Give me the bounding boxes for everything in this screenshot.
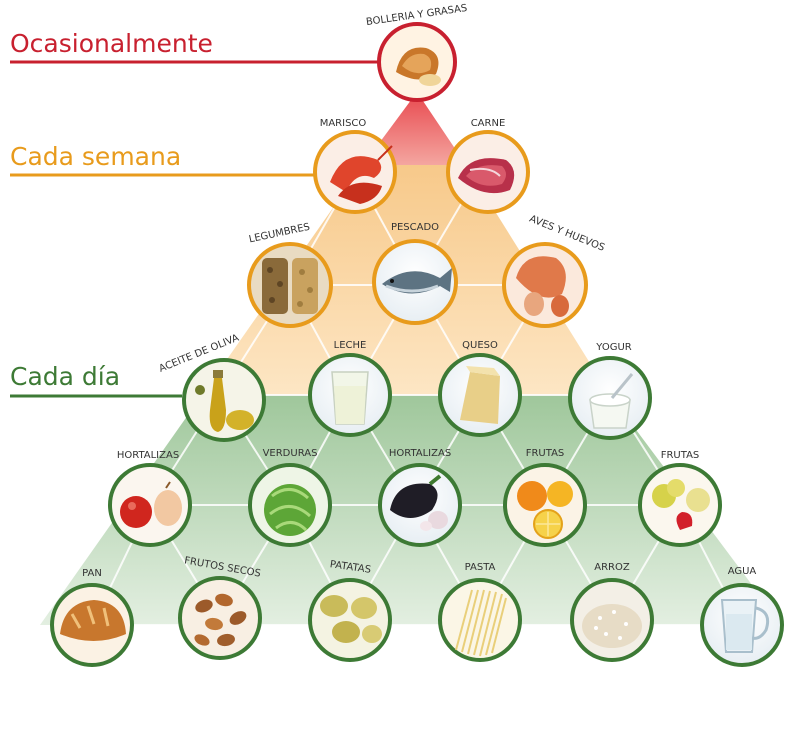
tier-label-daily: Cada día — [10, 362, 182, 398]
food-label: PASTA — [465, 562, 496, 573]
tier-title-occasional: Ocasionalmente — [10, 29, 213, 58]
citrus-icon — [517, 481, 573, 539]
food-label: LECHE — [334, 340, 367, 351]
food-node-potatoes: PATATAS — [308, 559, 392, 662]
bread-icon — [60, 600, 126, 641]
eggplant-garlic-icon — [390, 474, 448, 531]
food-node-bread: PAN — [50, 568, 134, 667]
olive-oil-icon — [195, 370, 254, 432]
food-label: YOGUR — [595, 342, 632, 353]
food-node-greens: VERDURAS — [248, 448, 332, 547]
food-node-pasta: PASTA — [438, 562, 522, 662]
food-label: AGUA — [728, 566, 757, 577]
food-node-eggplant-garlic: HORTALIZAS — [378, 448, 462, 547]
food-node-olive-oil: ACEITE DE OLIVA — [158, 333, 266, 442]
food-label: QUESO — [462, 340, 498, 351]
food-label: CARNE — [471, 118, 506, 129]
pasta-icon — [455, 589, 507, 657]
tier-label-weekly: Cada semana — [10, 142, 318, 177]
food-node-cheese: QUESO — [438, 340, 522, 437]
pastry-icon — [396, 47, 441, 86]
food-node-ring — [247, 242, 333, 328]
tier-title-daily: Cada día — [10, 362, 120, 391]
food-label: FRUTAS — [661, 450, 700, 461]
food-node-vegetables: HORTALIZAS — [108, 450, 192, 547]
meat-icon — [458, 158, 515, 194]
food-node-fish: PESCADO — [372, 222, 458, 325]
food-label: ARROZ — [594, 562, 630, 573]
fish-icon — [382, 268, 452, 294]
greens-icon — [264, 484, 316, 536]
food-label: PAN — [82, 568, 102, 579]
poultry-eggs-icon — [516, 256, 569, 317]
nuts-icon — [194, 593, 247, 647]
food-node-milk: LECHE — [308, 340, 392, 437]
food-node-yogurt: YOGUR — [568, 342, 652, 440]
tier-title-weekly: Cada semana — [10, 142, 181, 171]
fruits-icon — [652, 479, 710, 530]
food-node-ring — [178, 576, 262, 660]
rice-icon — [582, 604, 642, 648]
food-label: HORTALIZAS — [117, 450, 179, 461]
legumes-icon — [262, 258, 318, 314]
yogurt-icon — [589, 373, 634, 429]
water-icon — [720, 599, 770, 653]
milk-icon — [331, 371, 369, 425]
shellfish-icon — [330, 145, 393, 204]
food-node-rice: ARROZ — [570, 562, 654, 662]
food-label: MARISCO — [320, 118, 367, 129]
food-node-fruits: FRUTAS — [638, 450, 722, 547]
food-label: LEGUMBRES — [248, 222, 311, 246]
vegetables-icon — [120, 481, 182, 528]
food-label: HORTALIZAS — [389, 448, 451, 459]
food-node-meat: CARNE — [446, 118, 530, 214]
food-label: VERDURAS — [263, 448, 318, 459]
cheese-icon — [460, 366, 500, 424]
tier-label-occasional: Ocasionalmente — [10, 29, 380, 64]
food-node-pastries: BOLLERIA Y GRASAS — [365, 3, 468, 102]
food-label: PESCADO — [391, 222, 439, 233]
food-label: FRUTAS — [526, 448, 565, 459]
food-node-ring — [308, 578, 392, 662]
food-node-shellfish: MARISCO — [313, 118, 397, 214]
potatoes-icon — [320, 595, 382, 643]
food-node-ring — [438, 578, 522, 662]
food-node-water: AGUA — [700, 566, 784, 667]
food-node-citrus: FRUTAS — [503, 448, 587, 547]
tier-band-occasional — [363, 92, 466, 165]
